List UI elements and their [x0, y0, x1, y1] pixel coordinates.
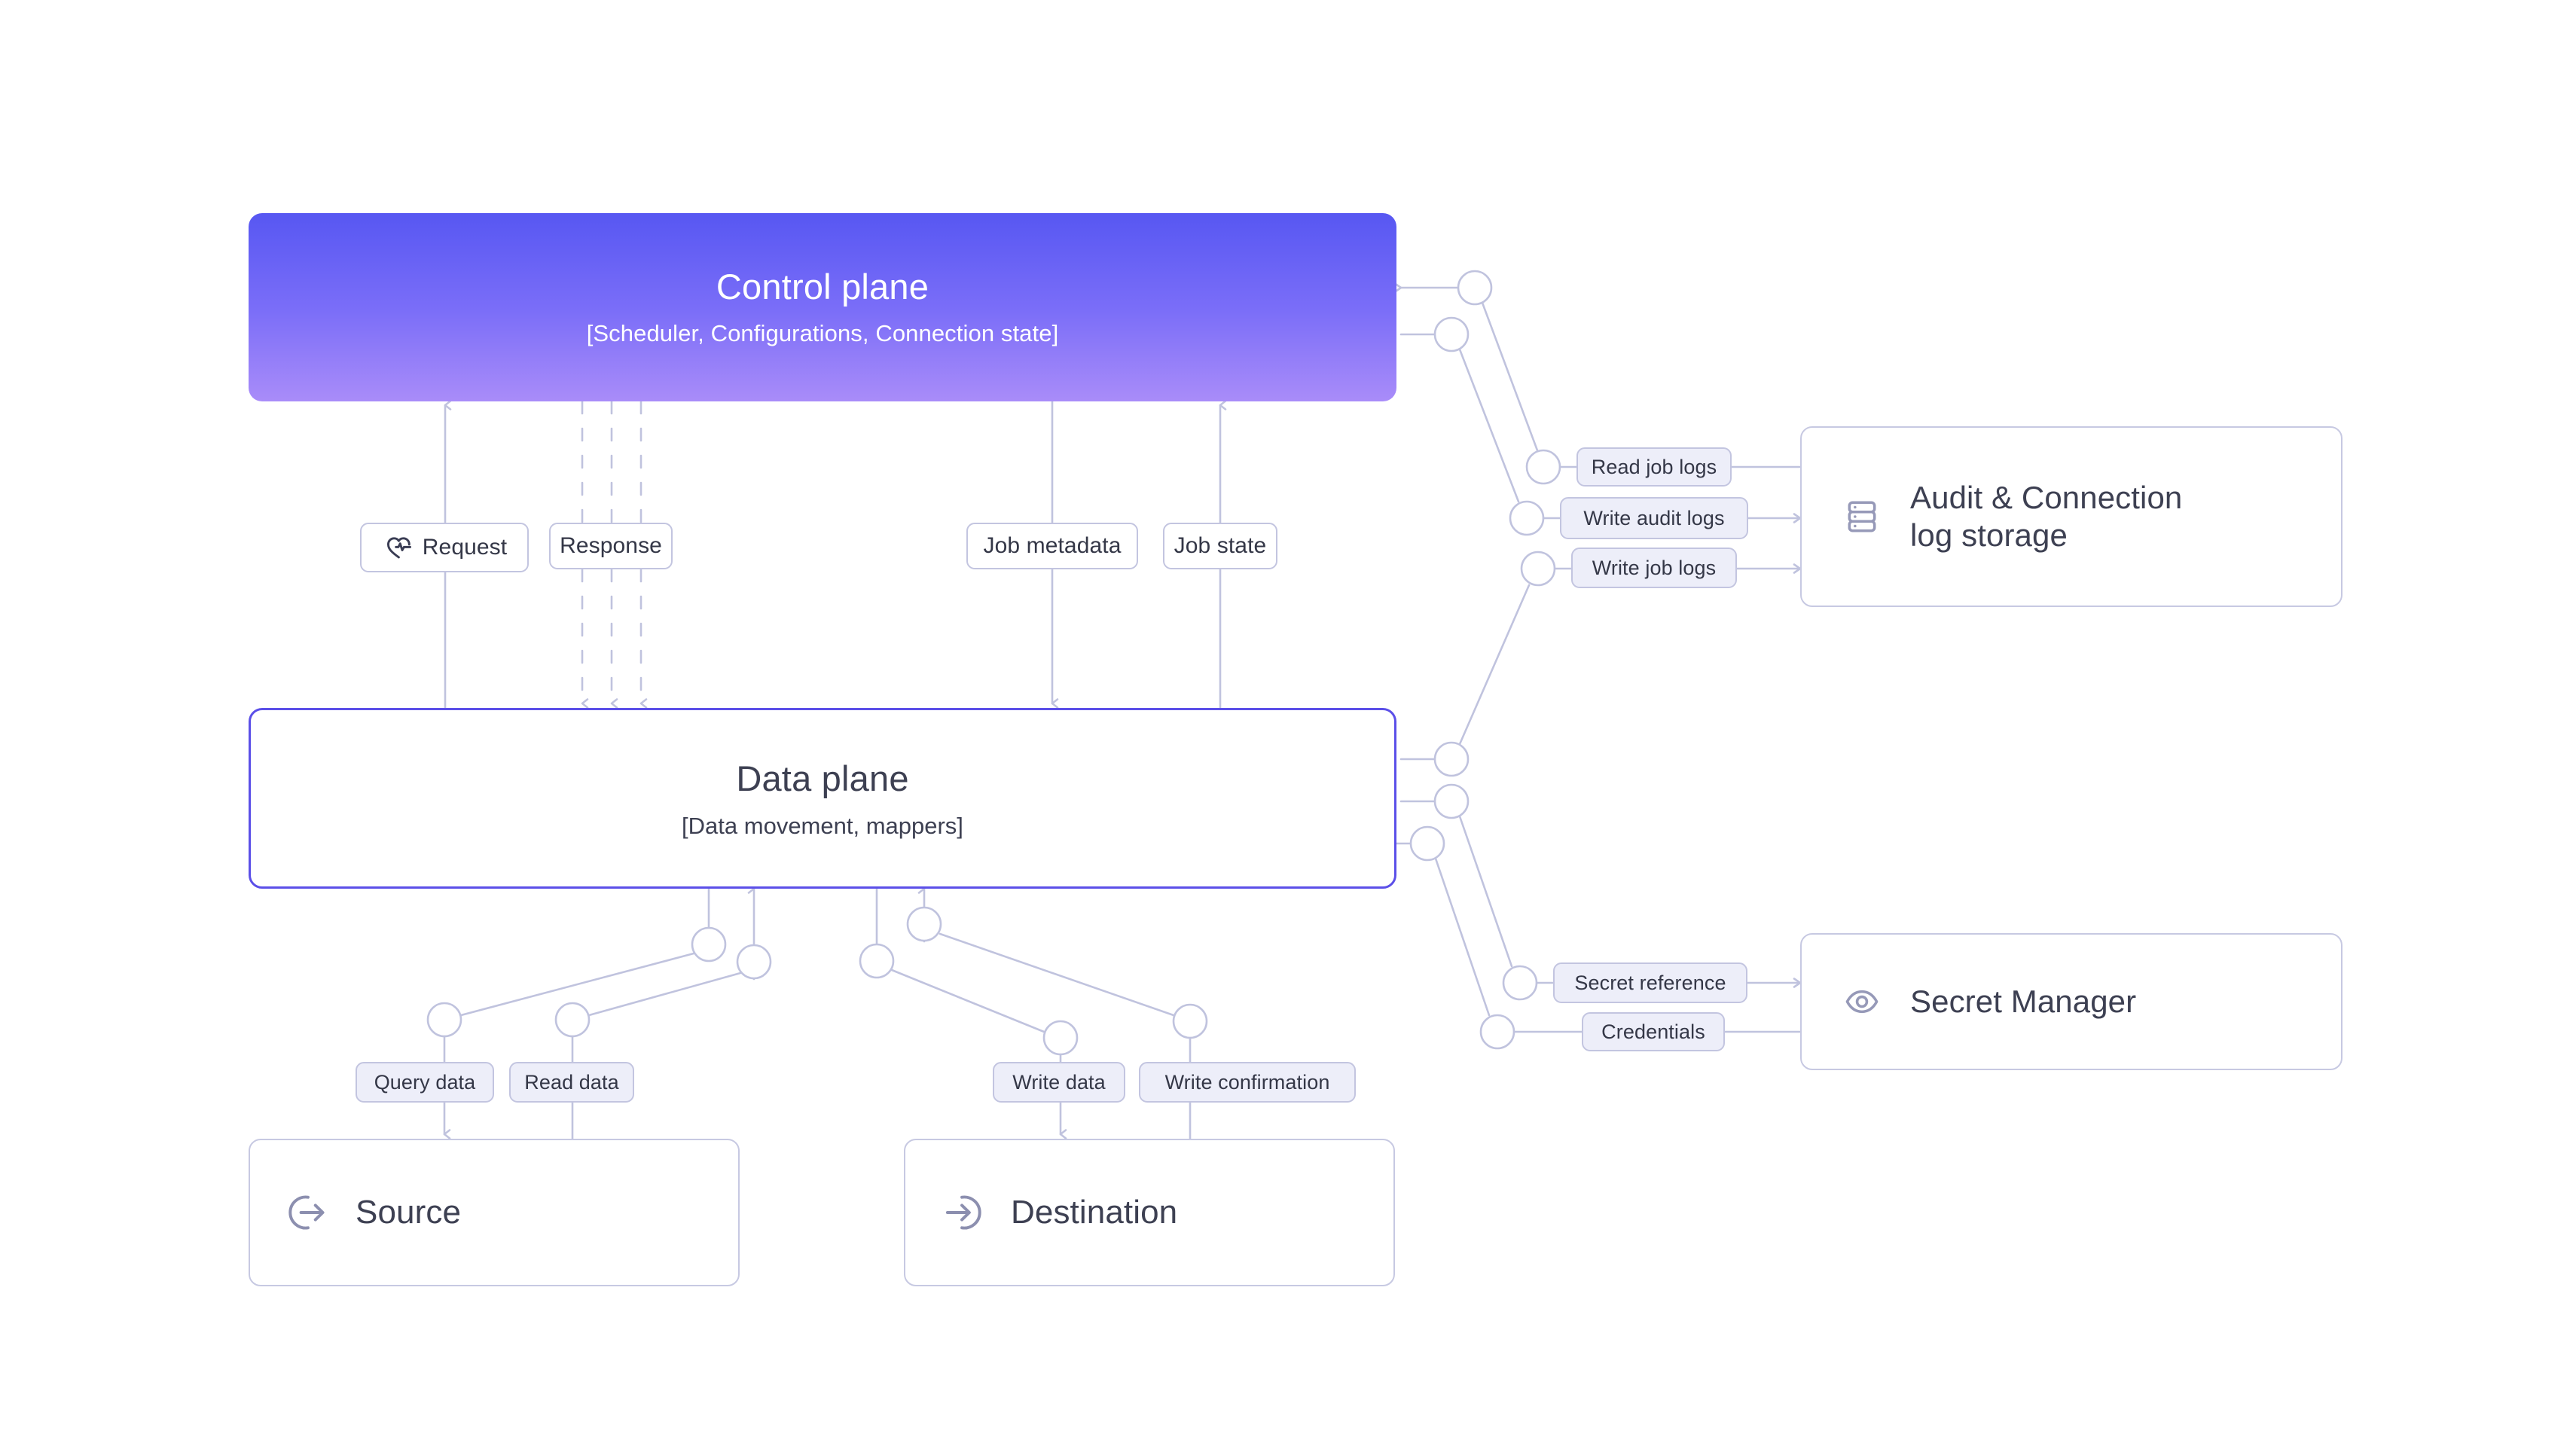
edge-label-job-metadata-text: Job metadata — [983, 533, 1122, 558]
edge-label-secret-reference-text: Secret reference — [1574, 971, 1726, 994]
secret-manager-label: Secret Manager — [1910, 984, 2137, 1020]
edge-label-response-text: Response — [560, 533, 662, 558]
destination-card[interactable]: Destination — [904, 1139, 1395, 1286]
control-plane-title: Control plane — [716, 267, 929, 307]
log-out-icon — [285, 1190, 330, 1235]
edge-label-write-audit-logs-text: Write audit logs — [1583, 506, 1725, 529]
edge-label-secret-reference[interactable]: Secret reference — [1553, 962, 1747, 1003]
edge-label-job-state[interactable]: Job state — [1163, 523, 1277, 569]
edge-label-read-data[interactable]: Read data — [509, 1062, 634, 1103]
edge-label-read-data-text: Read data — [524, 1070, 619, 1094]
edge-label-write-confirmation[interactable]: Write confirmation — [1139, 1062, 1356, 1103]
heart-pulse-icon — [385, 535, 414, 560]
edge-label-credentials[interactable]: Credentials — [1582, 1012, 1725, 1051]
audit-log-storage-label: Audit & Connection log storage — [1910, 479, 2182, 554]
edge-label-read-job-logs[interactable]: Read job logs — [1576, 447, 1732, 487]
data-plane-subtitle: [Data movement, mappers] — [682, 812, 963, 839]
edge-label-read-job-logs-text: Read job logs — [1591, 455, 1717, 478]
audit-log-storage-card[interactable]: Audit & Connection log storage — [1800, 426, 2343, 607]
edge-label-response[interactable]: Response — [549, 523, 673, 569]
edge-label-job-state-text: Job state — [1174, 533, 1267, 558]
edge-label-write-confirmation-text: Write confirmation — [1164, 1070, 1330, 1094]
edge-label-request[interactable]: Request — [360, 523, 529, 572]
server-stack-icon — [1842, 497, 1882, 536]
destination-label: Destination — [1011, 1194, 1178, 1231]
edge-label-job-metadata[interactable]: Job metadata — [966, 523, 1138, 569]
control-plane-block[interactable]: Control plane [Scheduler, Configurations… — [249, 213, 1396, 401]
edge-label-query-data[interactable]: Query data — [356, 1062, 494, 1103]
audit-label-line2: log storage — [1910, 517, 2068, 553]
edge-label-write-data[interactable]: Write data — [993, 1062, 1125, 1103]
edge-label-write-audit-logs[interactable]: Write audit logs — [1560, 497, 1748, 539]
log-in-icon — [940, 1190, 985, 1235]
edge-label-write-job-logs[interactable]: Write job logs — [1571, 548, 1737, 588]
edge-label-write-data-text: Write data — [1012, 1070, 1106, 1094]
edge-label-request-text: Request — [422, 535, 508, 560]
secret-manager-card[interactable]: Secret Manager — [1800, 933, 2343, 1070]
edge-label-query-data-text: Query data — [374, 1070, 476, 1094]
edge-label-credentials-text: Credentials — [1601, 1020, 1705, 1043]
data-plane-block[interactable]: Data plane [Data movement, mappers] — [249, 708, 1396, 889]
eye-icon — [1842, 982, 1882, 1021]
control-plane-subtitle: [Scheduler, Configurations, Connection s… — [586, 319, 1059, 346]
audit-label-line1: Audit & Connection — [1910, 480, 2183, 516]
data-plane-title: Data plane — [736, 758, 909, 798]
edge-label-write-job-logs-text: Write job logs — [1592, 556, 1717, 579]
source-label: Source — [356, 1194, 462, 1231]
source-card[interactable]: Source — [249, 1139, 740, 1286]
